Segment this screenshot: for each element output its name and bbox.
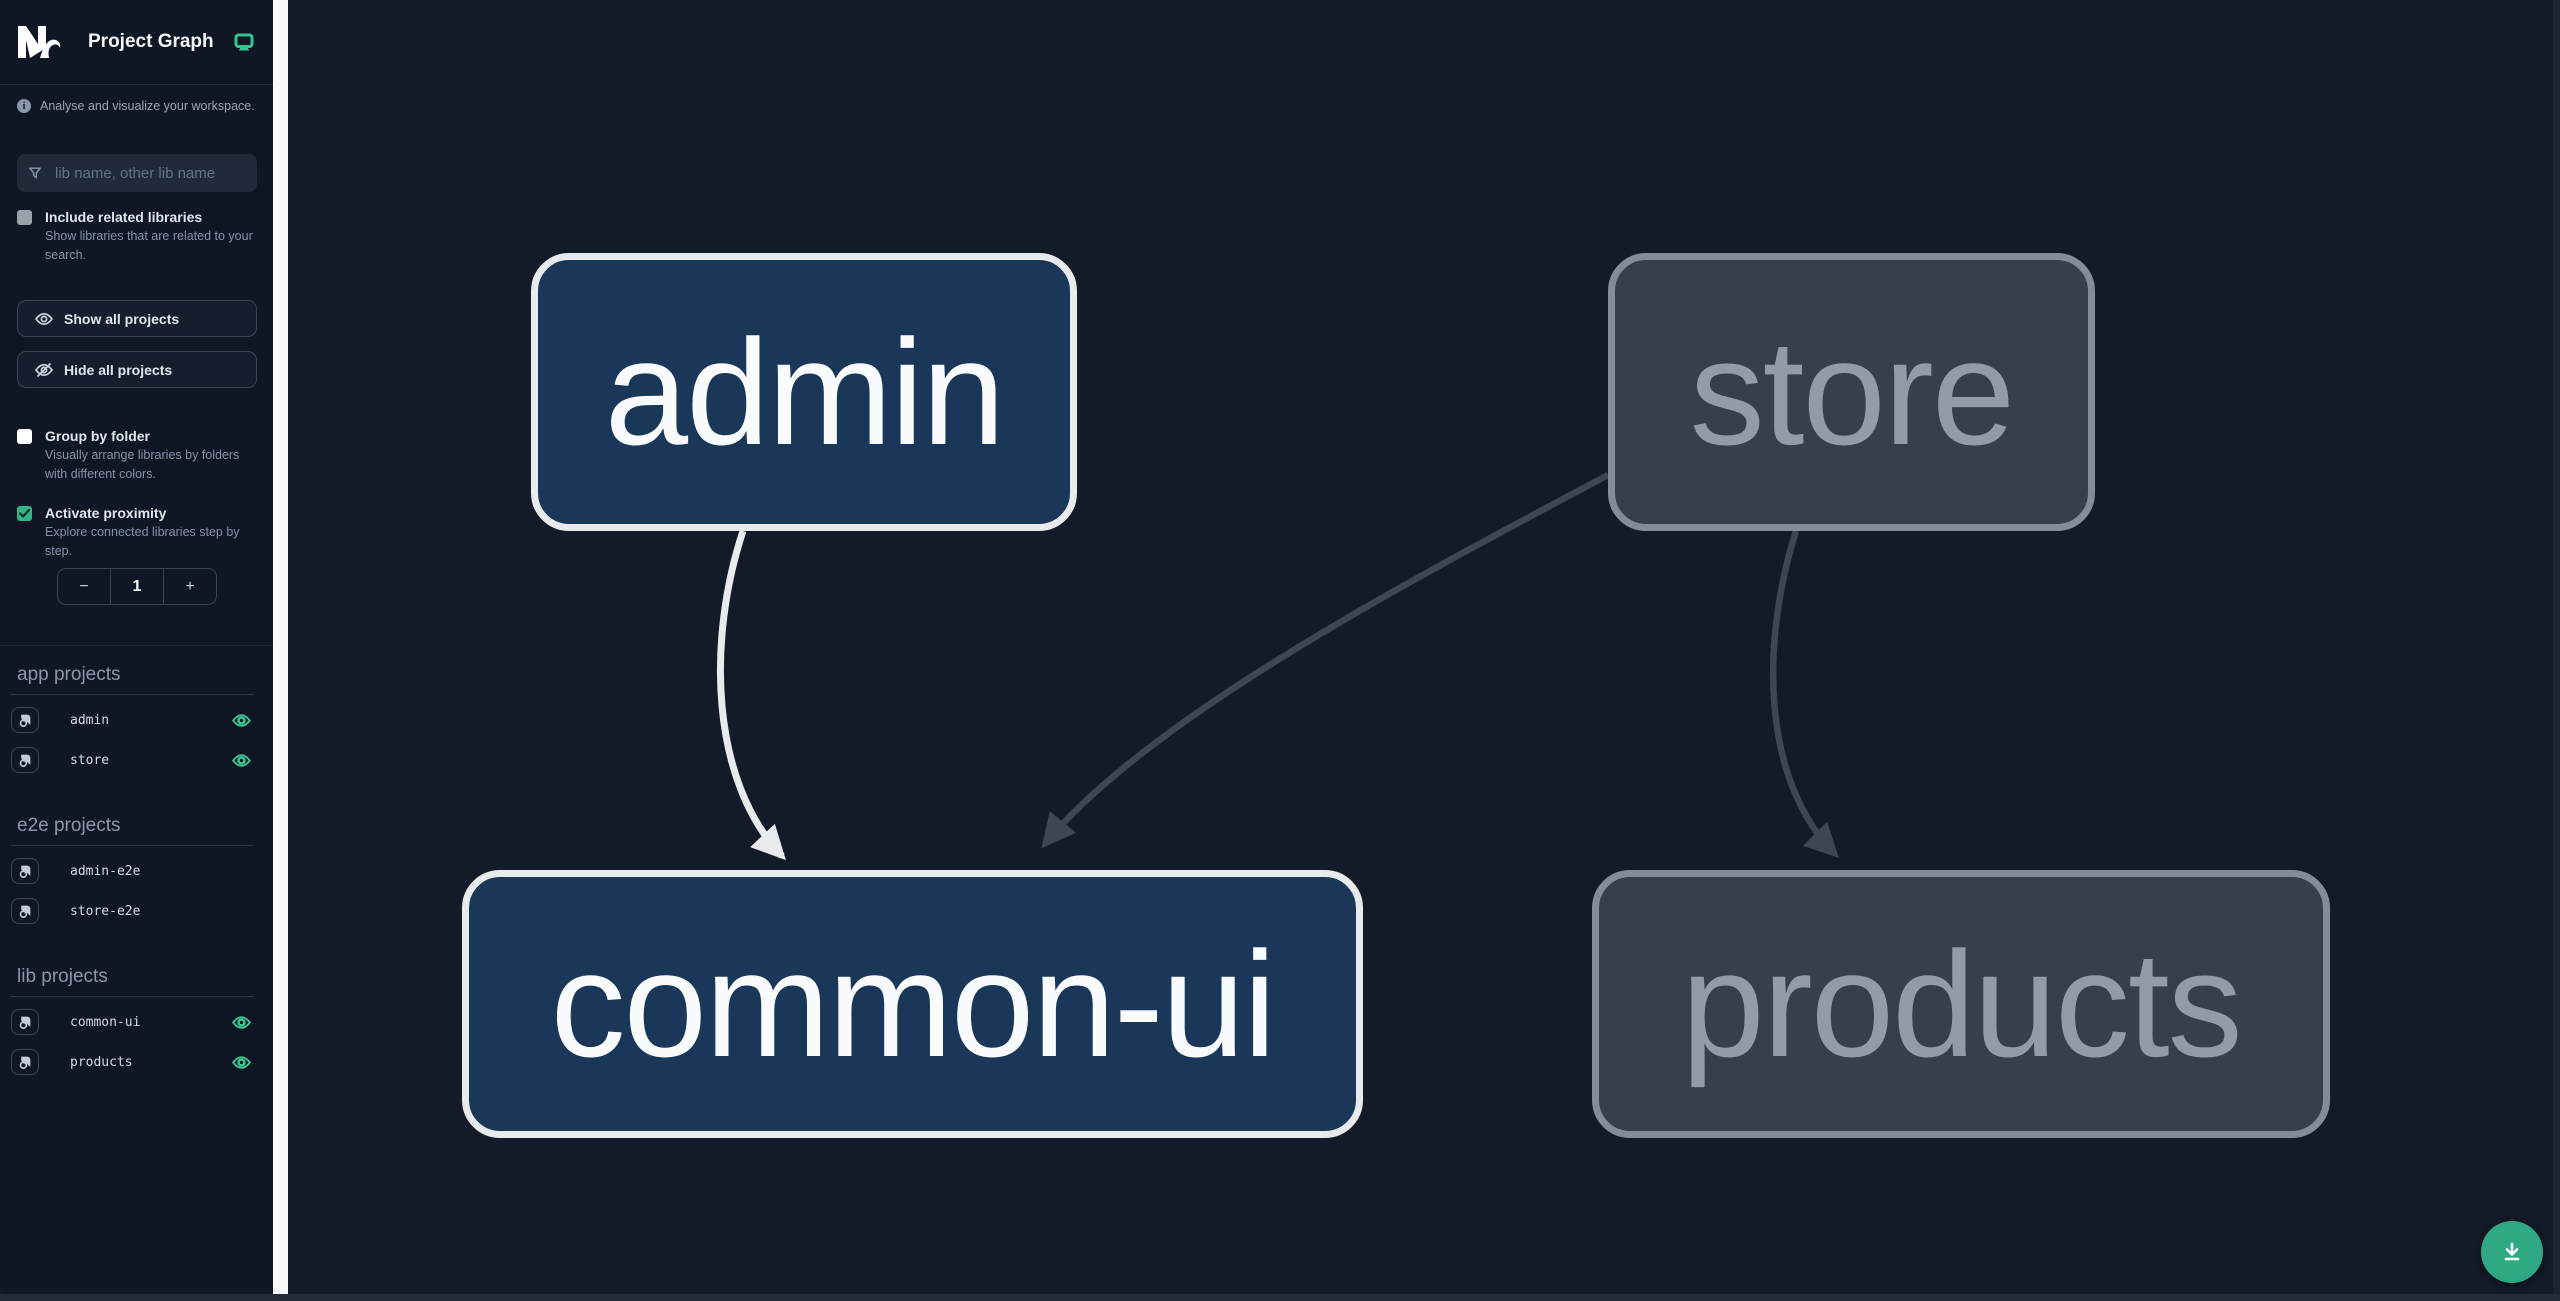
depth-value: 1 <box>110 569 164 604</box>
graph-edges <box>717 472 1839 861</box>
project-row-store-e2e[interactable]: store-e2e <box>11 898 253 924</box>
project-logo-icon <box>11 707 39 733</box>
nx-logo-icon <box>18 26 61 58</box>
tagline: i Analyse and visualize your workspace. <box>17 99 265 114</box>
eye-icon <box>35 312 53 325</box>
section-heading-e2e: e2e projects <box>11 815 253 846</box>
app-title: Project Graph <box>88 31 214 52</box>
project-logo-icon <box>11 1009 39 1035</box>
check-icon <box>19 509 30 518</box>
section-heading-app: app projects <box>11 664 253 695</box>
sidebar-header: Project Graph <box>0 0 273 85</box>
graph-node-common-ui[interactable]: common-ui <box>462 870 1363 1138</box>
project-row-common-ui[interactable]: common-ui <box>11 1009 253 1035</box>
group-by-folder-option[interactable]: Group by folder Visually arrange librari… <box>17 427 253 484</box>
eye-off-icon <box>35 362 53 377</box>
project-row-admin-e2e[interactable]: admin-e2e <box>11 858 253 884</box>
project-name: products <box>70 1054 133 1070</box>
section-heading-lib: lib projects <box>11 966 253 997</box>
sidebar: Project Graph i Analyse and visualize yo… <box>0 0 273 1294</box>
filter-input[interactable] <box>55 164 245 182</box>
project-logo-icon <box>11 858 39 884</box>
group-by-folder-checkbox[interactable] <box>17 429 32 444</box>
project-row-admin[interactable]: admin <box>11 707 253 733</box>
project-row-products[interactable]: products <box>11 1049 253 1075</box>
funnel-icon <box>29 167 41 179</box>
project-name: store-e2e <box>70 903 141 919</box>
project-visibility-eye-icon[interactable] <box>232 1055 251 1070</box>
depth-increment-button[interactable]: + <box>185 577 195 595</box>
download-graph-button[interactable] <box>2481 1221 2543 1283</box>
include-related-checkbox[interactable] <box>17 210 32 225</box>
activate-proximity-checkbox[interactable] <box>17 506 32 521</box>
project-name: admin <box>70 712 110 728</box>
project-logo-icon <box>11 898 39 924</box>
hide-all-projects-button[interactable]: Hide all projects <box>17 351 257 388</box>
graph-node-products[interactable]: products <box>1592 870 2330 1138</box>
project-logo-icon <box>11 747 39 773</box>
right-scrollbar[interactable] <box>2553 0 2560 1294</box>
info-icon: i <box>17 99 31 113</box>
graph-edge-store-to-common-ui <box>1041 472 1610 849</box>
download-icon <box>2504 1242 2520 1261</box>
project-logo-icon <box>11 1049 39 1075</box>
include-related-option[interactable]: Include related libraries Show libraries… <box>17 208 253 265</box>
graph-edge-admin-to-common-ui <box>717 529 786 861</box>
project-name: store <box>70 752 110 768</box>
project-visibility-eye-icon[interactable] <box>232 713 251 728</box>
depth-decrement-button[interactable]: − <box>79 577 89 595</box>
graph-node-admin[interactable]: admin <box>531 253 1077 531</box>
project-visibility-eye-icon[interactable] <box>232 1015 251 1030</box>
project-row-store[interactable]: store <box>11 747 253 773</box>
sidebar-scrollbar[interactable] <box>273 0 288 1294</box>
project-name: common-ui <box>70 1014 141 1030</box>
monitor-icon[interactable] <box>234 33 254 52</box>
proximity-depth-stepper: − 1 + <box>57 568 217 605</box>
activate-proximity-option[interactable]: Activate proximity Explore connected lib… <box>17 504 253 561</box>
show-all-projects-button[interactable]: Show all projects <box>17 300 257 337</box>
project-list-panel: app projects admin store e2e projects admin-… <box>0 645 273 1294</box>
bottom-scrollbar[interactable] <box>0 1294 2560 1301</box>
graph-node-store[interactable]: store <box>1608 253 2095 531</box>
project-name: admin-e2e <box>70 863 141 879</box>
graph-edge-store-to-products <box>1769 530 1839 859</box>
filter-box <box>17 154 257 192</box>
graph-canvas[interactable]: admin store common-ui products <box>288 0 2553 1294</box>
project-visibility-eye-icon[interactable] <box>232 753 251 768</box>
